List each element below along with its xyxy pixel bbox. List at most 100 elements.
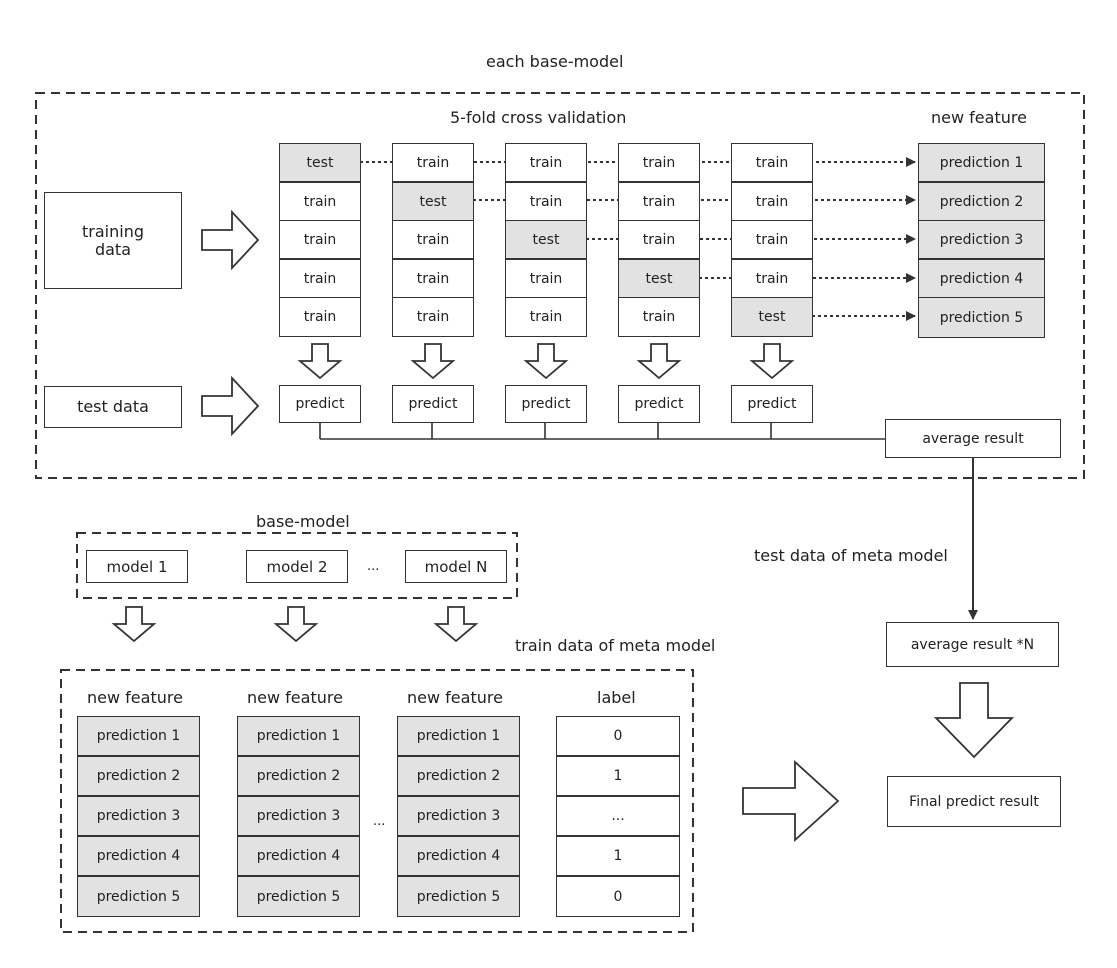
fold-2-cell-5: train bbox=[392, 297, 474, 337]
model-down-arrow-1 bbox=[111, 606, 157, 643]
prediction-cell-3: prediction 3 bbox=[918, 220, 1045, 259]
base-model-frame bbox=[35, 92, 1085, 479]
fold-1-cell-3: train bbox=[279, 220, 361, 259]
prediction-cell-5: prediction 5 bbox=[918, 297, 1045, 338]
training-data-label: training data bbox=[82, 221, 144, 259]
fold-1-cell-4: train bbox=[279, 259, 361, 298]
test-data-box: test data bbox=[44, 386, 182, 428]
model-2-label: model 2 bbox=[266, 557, 328, 576]
fold-down-arrow-3 bbox=[523, 343, 569, 380]
final-result-box: Final predict result bbox=[887, 776, 1061, 827]
final-down-arrow bbox=[933, 682, 1015, 759]
fold-3-cell-5: train bbox=[505, 297, 587, 337]
fold-3-cell-3: test bbox=[505, 220, 587, 259]
model-ellipsis: ... bbox=[367, 559, 380, 574]
training-data-box: training data bbox=[44, 192, 182, 289]
model-n-box: model N bbox=[405, 550, 507, 583]
label-cell-3: ... bbox=[556, 796, 680, 836]
label-cell-4: 1 bbox=[556, 836, 680, 876]
model-1-box: model 1 bbox=[86, 550, 188, 583]
training-data-right-arrow bbox=[201, 209, 260, 271]
test-data-label: test data bbox=[77, 397, 149, 416]
meta-col-2-cell-2: prediction 2 bbox=[237, 756, 360, 796]
cv-title: 5-fold cross validation bbox=[450, 108, 627, 127]
meta-col-2-cell-1: prediction 1 bbox=[237, 716, 360, 756]
label-cell-1: 0 bbox=[556, 716, 680, 756]
average-result-box: average result bbox=[885, 419, 1061, 458]
meta-train-title: train data of meta model bbox=[515, 636, 716, 655]
predict-box-1: predict bbox=[279, 385, 361, 423]
meta-col-3-cell-1: prediction 1 bbox=[397, 716, 520, 756]
meta-feature-header-2: new feature bbox=[247, 688, 343, 707]
fold-2-cell-3: train bbox=[392, 220, 474, 259]
meta-col-1-cell-5: prediction 5 bbox=[77, 876, 200, 917]
block-arrows bbox=[111, 209, 1015, 843]
fold-1-cell-5: train bbox=[279, 297, 361, 337]
prediction-cell-2: prediction 2 bbox=[918, 182, 1045, 221]
fold-4-cell-2: train bbox=[618, 182, 700, 221]
meta-col-2-cell-3: prediction 3 bbox=[237, 796, 360, 836]
meta-col-3-cell-3: prediction 3 bbox=[397, 796, 520, 836]
meta-train-frame bbox=[60, 669, 694, 933]
meta-col-1-cell-2: prediction 2 bbox=[77, 756, 200, 796]
model-n-label: model N bbox=[424, 557, 488, 576]
average-result-label: average result bbox=[922, 430, 1024, 447]
meta-test-label: test data of meta model bbox=[754, 546, 948, 565]
meta-ellipsis: ... bbox=[373, 814, 386, 829]
label-cell-5: 0 bbox=[556, 876, 680, 917]
fold-down-arrow-1 bbox=[297, 343, 343, 380]
predict-box-3: predict bbox=[505, 385, 587, 423]
fold-4-cell-5: train bbox=[618, 297, 700, 337]
base-model-title: base-model bbox=[256, 512, 350, 531]
fold-3-cell-1: train bbox=[505, 143, 587, 182]
fold-3-cell-4: train bbox=[505, 259, 587, 298]
meta-right-arrow bbox=[742, 759, 840, 843]
model-down-arrow-2 bbox=[273, 606, 319, 643]
fold-2-cell-1: train bbox=[392, 143, 474, 182]
fold-4-cell-3: train bbox=[618, 220, 700, 259]
fold-5-cell-3: train bbox=[731, 220, 813, 259]
final-result-label: Final predict result bbox=[909, 793, 1039, 810]
label-cell-2: 1 bbox=[556, 756, 680, 796]
meta-feature-header-3: new feature bbox=[407, 688, 503, 707]
fold-5-cell-5: test bbox=[731, 297, 813, 337]
meta-col-1-cell-1: prediction 1 bbox=[77, 716, 200, 756]
average-result-n-box: average result *N bbox=[886, 622, 1059, 667]
prediction-cell-1: prediction 1 bbox=[918, 143, 1045, 182]
fold-5-cell-4: train bbox=[731, 259, 813, 298]
meta-feature-header-1: new feature bbox=[87, 688, 183, 707]
fold-5-cell-1: train bbox=[731, 143, 813, 182]
test-data-right-arrow bbox=[201, 375, 260, 437]
fold-3-cell-2: train bbox=[505, 182, 587, 221]
meta-col-3-cell-4: prediction 4 bbox=[397, 836, 520, 876]
fold-down-arrow-5 bbox=[749, 343, 795, 380]
each-base-model-title: each base-model bbox=[486, 52, 624, 71]
fold-down-arrow-2 bbox=[410, 343, 456, 380]
predict-merge-lines bbox=[319, 423, 885, 440]
fold-4-cell-1: train bbox=[618, 143, 700, 182]
fold-1-cell-2: train bbox=[279, 182, 361, 221]
prediction-cell-4: prediction 4 bbox=[918, 259, 1045, 298]
fold-5-cell-2: train bbox=[731, 182, 813, 221]
fold-1-cell-1: test bbox=[279, 143, 361, 182]
average-result-n-label: average result *N bbox=[910, 636, 1035, 653]
fold-2-cell-2: test bbox=[392, 182, 474, 221]
meta-col-2-cell-4: prediction 4 bbox=[237, 836, 360, 876]
meta-col-3-cell-5: prediction 5 bbox=[397, 876, 520, 917]
model-1-label: model 1 bbox=[106, 557, 168, 576]
fold-2-cell-4: train bbox=[392, 259, 474, 298]
model-2-box: model 2 bbox=[246, 550, 348, 583]
model-down-arrow-3 bbox=[433, 606, 479, 643]
new-feature-title: new feature bbox=[931, 108, 1027, 127]
fold-down-arrow-4 bbox=[636, 343, 682, 380]
predict-box-5: predict bbox=[731, 385, 813, 423]
predict-box-2: predict bbox=[392, 385, 474, 423]
model-list-frame bbox=[76, 532, 518, 599]
meta-col-1-cell-4: prediction 4 bbox=[77, 836, 200, 876]
fold-4-cell-4: test bbox=[618, 259, 700, 298]
meta-col-2-cell-5: prediction 5 bbox=[237, 876, 360, 917]
predict-box-4: predict bbox=[618, 385, 700, 423]
meta-col-1-cell-3: prediction 3 bbox=[77, 796, 200, 836]
label-header: label bbox=[597, 688, 636, 707]
meta-col-3-cell-2: prediction 2 bbox=[397, 756, 520, 796]
